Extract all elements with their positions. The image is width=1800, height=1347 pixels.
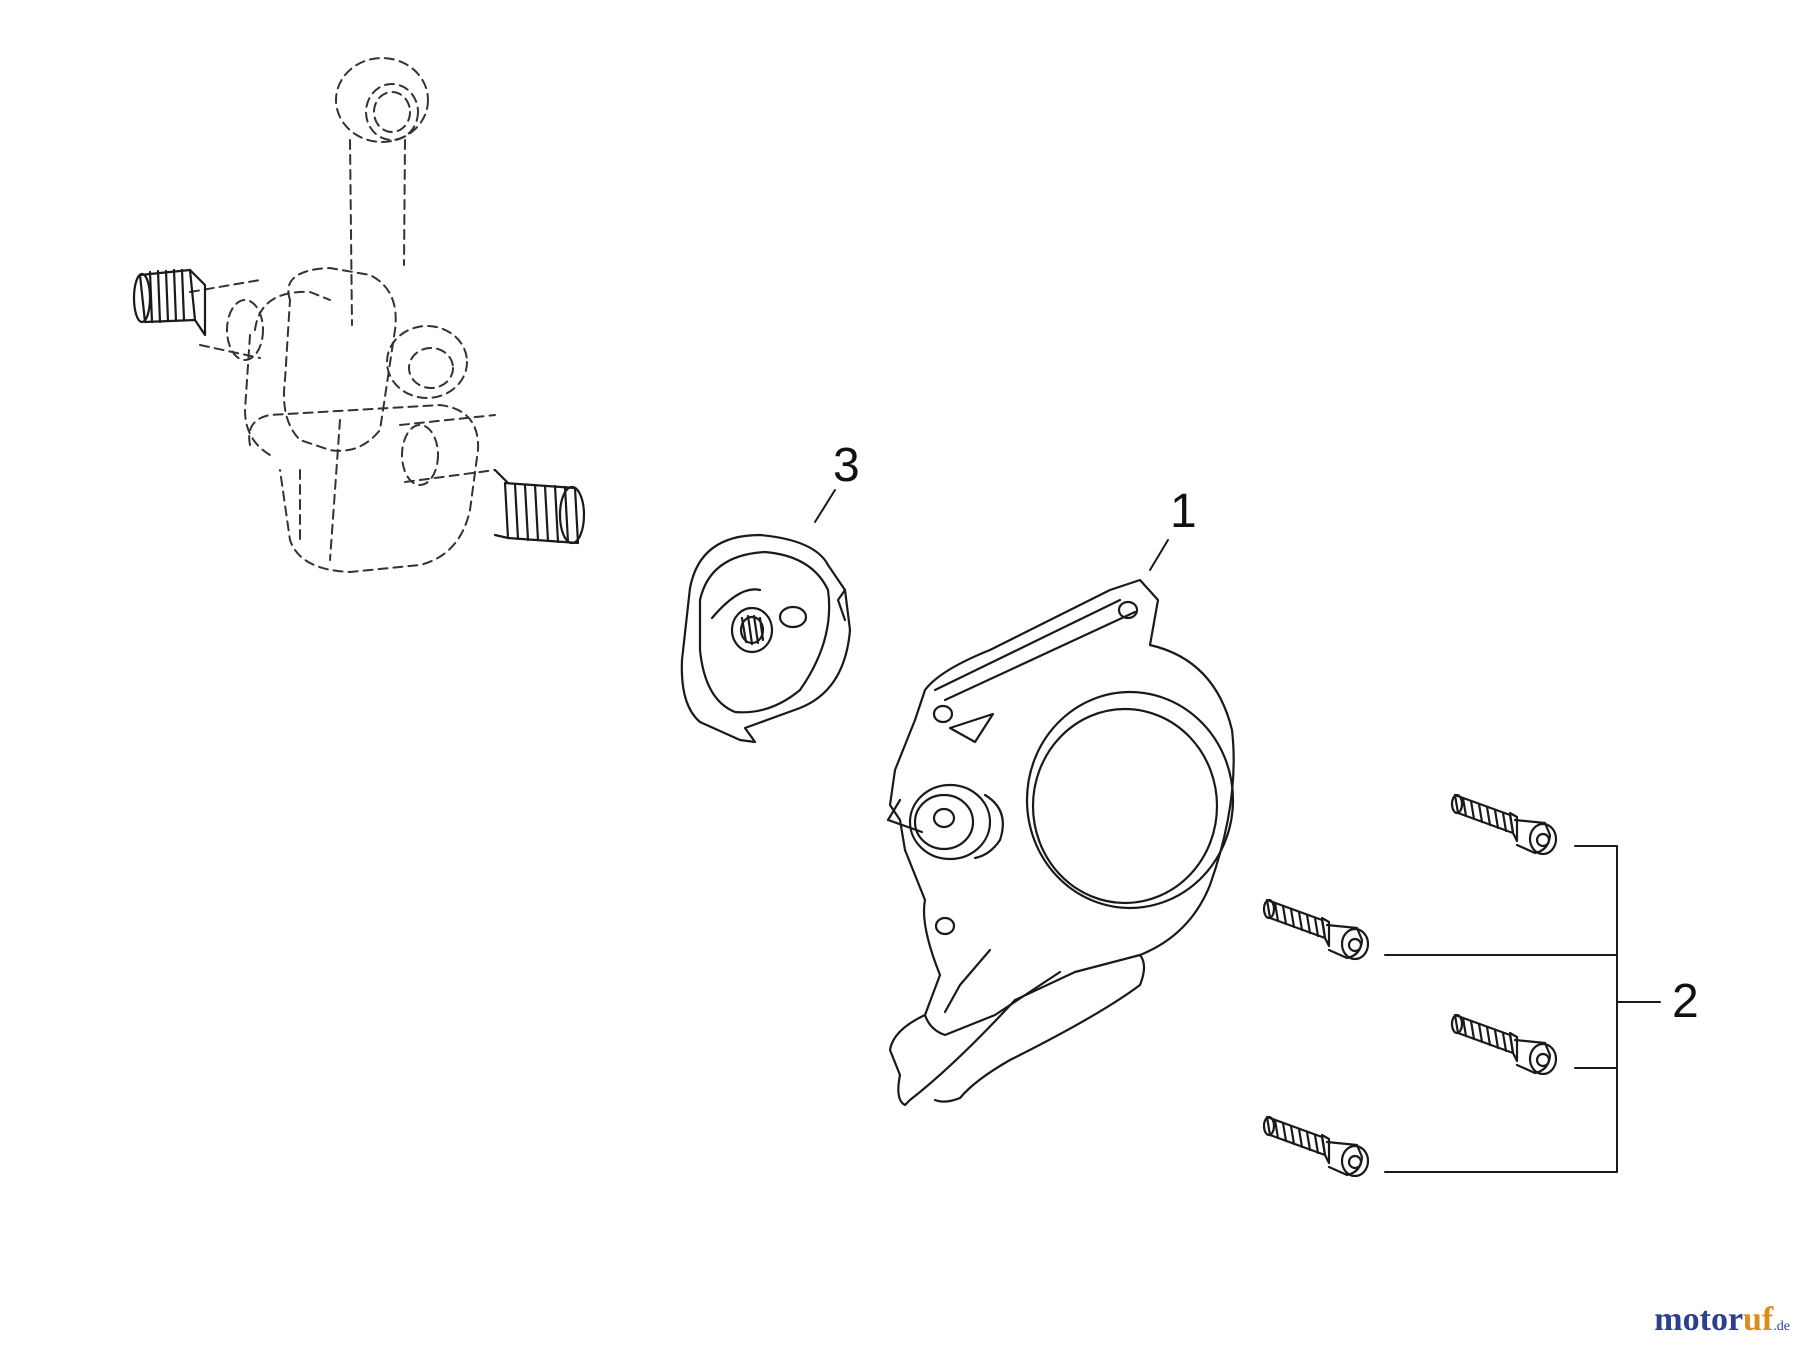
part-3-plate [680, 533, 852, 744]
watermark-accent: uf [1743, 1301, 1774, 1338]
part-2-screw [1262, 793, 1558, 1178]
crankshaft-thread-right [493, 468, 586, 545]
leader-line-1 [1149, 539, 1169, 571]
part-1-starter-cover [886, 578, 1235, 1107]
leader-line-3 [814, 489, 836, 523]
watermark-tld: .de [1773, 1319, 1790, 1334]
callout-2: 2 [1672, 975, 1699, 1028]
callout-1: 1 [1170, 485, 1197, 538]
leader-lines [814, 489, 1661, 1173]
crankshaft-ghost [189, 57, 496, 573]
crankshaft-thread-left [132, 268, 207, 337]
callout-3: 3 [833, 439, 860, 492]
watermark-main: motor [1654, 1301, 1744, 1338]
leader-bracket-2 [1384, 845, 1661, 1173]
watermark-logo: motoruf.de [1654, 1303, 1790, 1337]
